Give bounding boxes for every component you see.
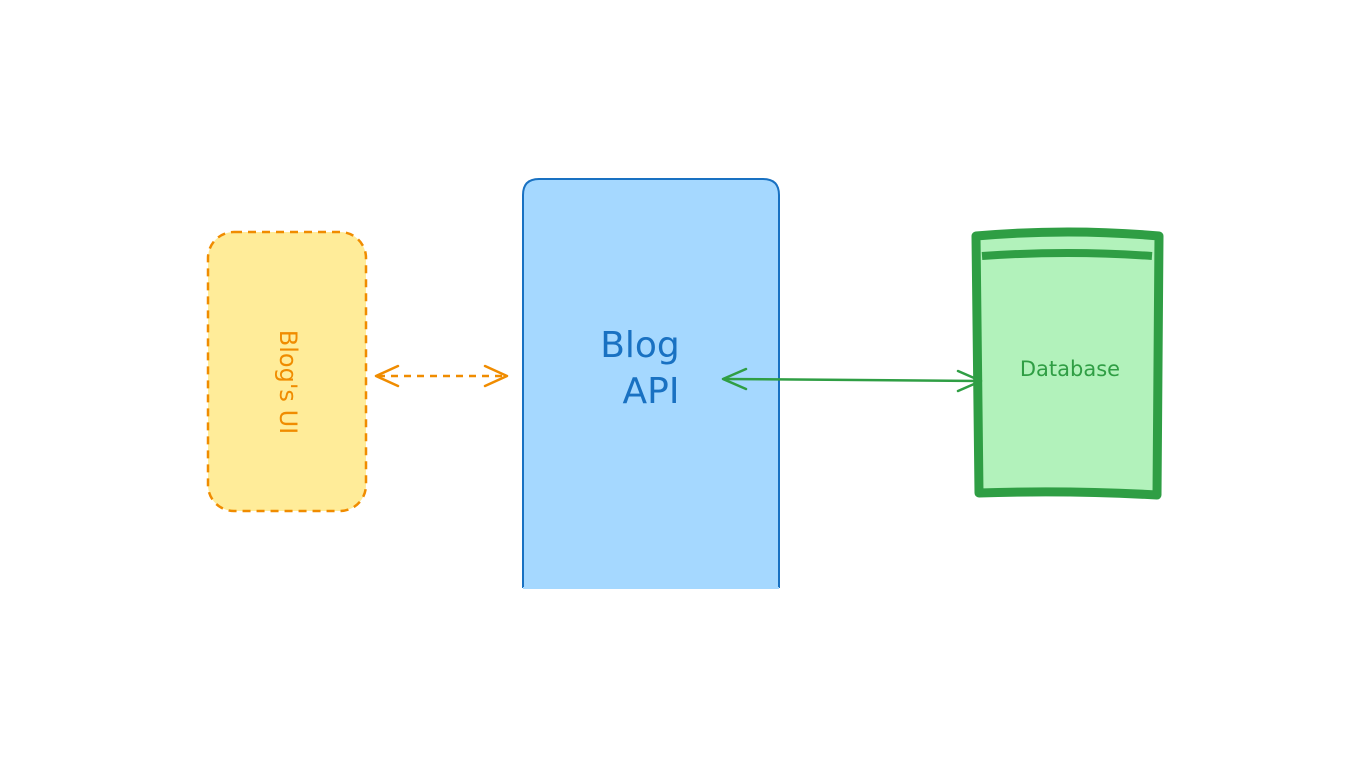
node-database-label: Database: [1020, 357, 1120, 381]
node-blog-api[interactable]: Blog API: [522, 178, 780, 589]
node-blog-api-shape: [522, 178, 780, 588]
node-database[interactable]: Database: [971, 227, 1164, 500]
edge-api-database-arrowhead-right: [956, 369, 983, 393]
node-blog-api-label-line1: Blog: [600, 325, 680, 366]
node-blog-api-label-line2: API: [623, 371, 680, 412]
edge-api-database-line: [722, 377, 981, 383]
node-database-inner-border: [981, 249, 1153, 260]
node-blogs-ui[interactable]: Blog's UI: [206, 230, 368, 513]
node-blogs-ui-shape: [206, 230, 368, 513]
edge-ui-api-arrowhead-left: [374, 364, 400, 388]
edge-api-database[interactable]: [721, 367, 983, 393]
edge-ui-api-arrowhead-right: [483, 364, 509, 388]
node-database-outer-shape: [971, 227, 1164, 500]
node-blogs-ui-label: Blog's UI: [274, 330, 302, 434]
edge-ui-api[interactable]: [374, 364, 509, 388]
edge-api-database-arrowhead-left: [721, 367, 748, 391]
